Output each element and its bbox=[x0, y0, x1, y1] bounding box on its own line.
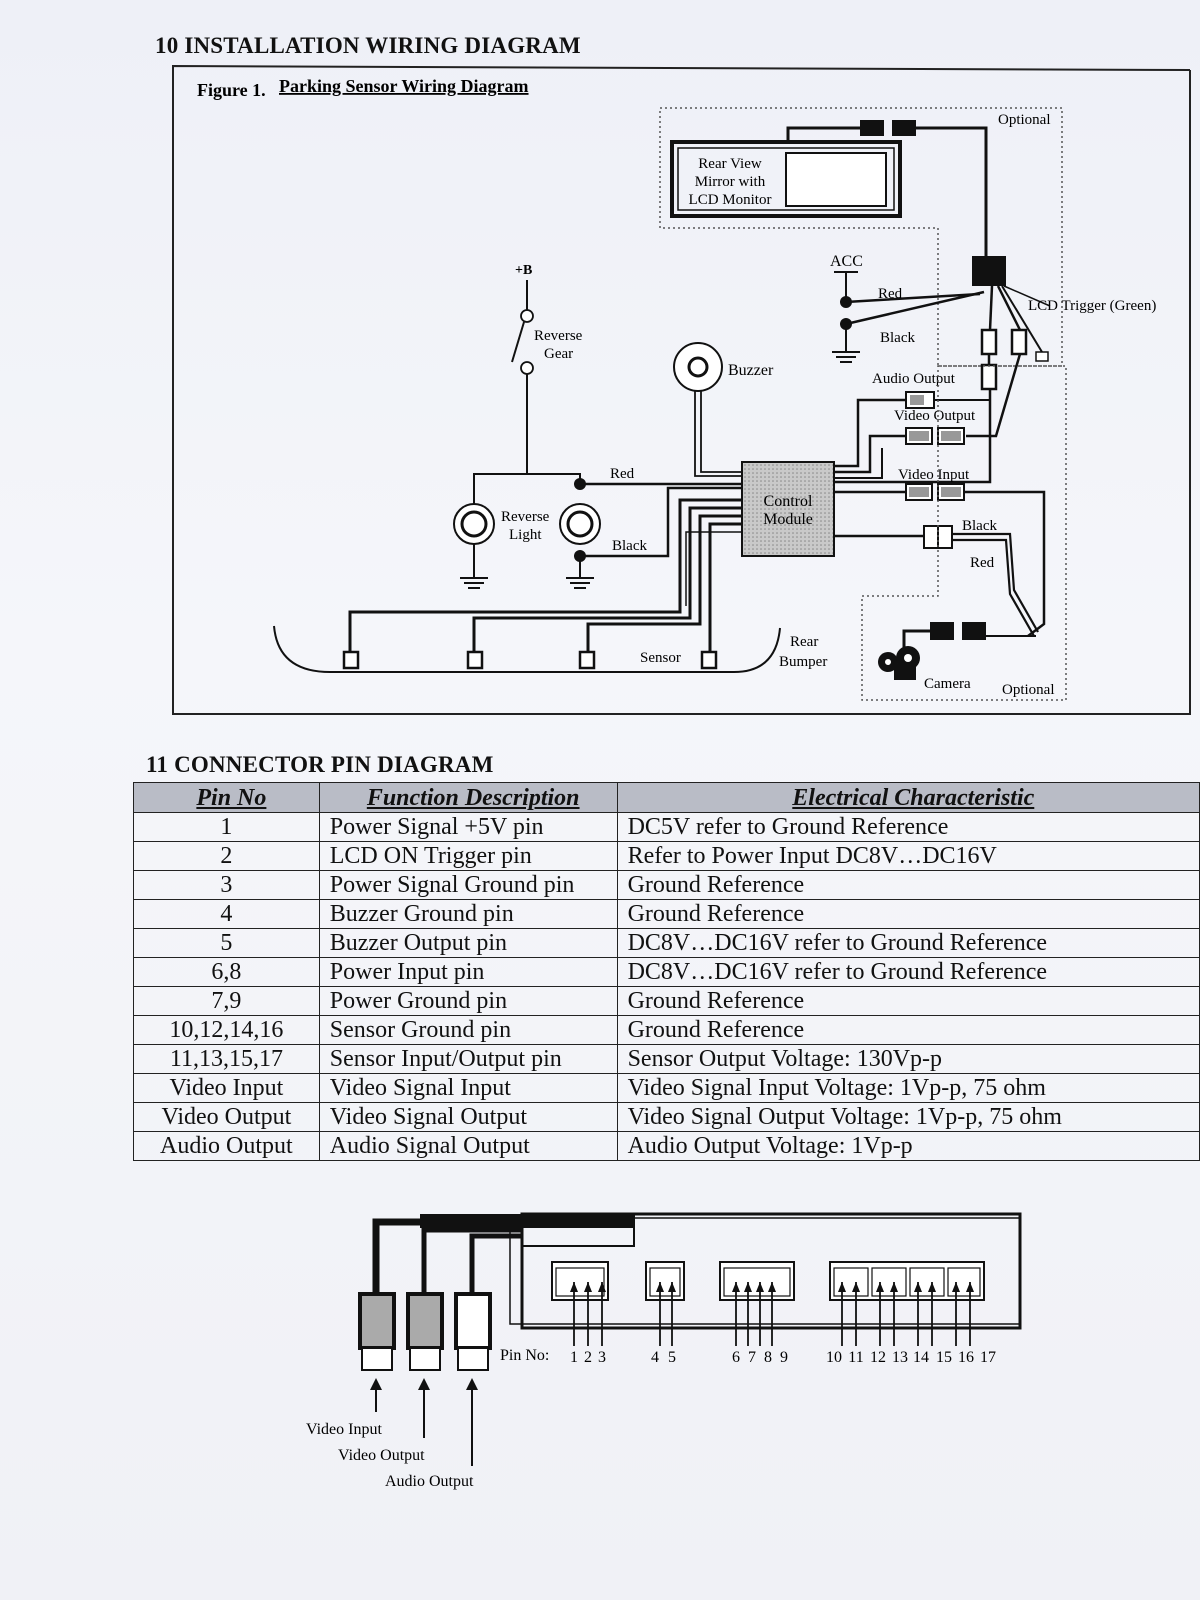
electrical-cell: Ground Reference bbox=[616, 870, 1200, 900]
function-cell: Power Ground pin bbox=[318, 986, 618, 1016]
optional-region-top bbox=[659, 107, 1063, 367]
header-function: Function Description bbox=[318, 782, 618, 813]
electrical-cell: Video Signal Output Voltage: 1Vp-p, 75 o… bbox=[616, 1102, 1200, 1132]
function-cell: Sensor Ground pin bbox=[318, 1015, 618, 1045]
rear-bumper bbox=[273, 625, 781, 673]
header-electrical: Electrical Characteristic bbox=[616, 782, 1200, 813]
connector-pin-table: Pin No Function Description Electrical C… bbox=[133, 782, 1200, 1161]
function-cell: Buzzer Output pin bbox=[318, 928, 618, 958]
electrical-cell: Audio Output Voltage: 1Vp-p bbox=[616, 1131, 1200, 1161]
electrical-cell: Ground Reference bbox=[616, 986, 1200, 1016]
pin-cell: 7,9 bbox=[133, 986, 320, 1016]
buzzer-icon bbox=[673, 342, 723, 392]
svg-text:Gear: Gear bbox=[544, 346, 573, 362]
electrical-cell: Ground Reference bbox=[616, 899, 1200, 929]
section-11-title: 11 CONNECTOR PIN DIAGRAM bbox=[146, 752, 494, 777]
figure-frame bbox=[172, 64, 1191, 715]
pin-cell: 4 bbox=[133, 899, 320, 929]
reverse-light-right bbox=[559, 478, 601, 589]
pin-cell: Video Input bbox=[133, 1073, 320, 1103]
figure-title: Parking Sensor Wiring Diagram bbox=[279, 76, 529, 96]
rear-bumper-label: Rear bbox=[790, 634, 818, 650]
camera-red-label: Red bbox=[970, 555, 995, 571]
module-black-label: Black bbox=[612, 538, 647, 554]
sensors bbox=[342, 650, 718, 670]
plus-b-label: +B bbox=[515, 263, 532, 278]
function-cell: LCD ON Trigger pin bbox=[318, 841, 618, 871]
electrical-cell: Ground Reference bbox=[616, 1015, 1200, 1045]
optional-top-label: Optional bbox=[998, 112, 1051, 128]
camera-label: Camera bbox=[924, 676, 971, 692]
function-cell: Power Input pin bbox=[318, 957, 618, 987]
camera-black-label: Black bbox=[962, 518, 997, 534]
electrical-cell: DC5V refer to Ground Reference bbox=[616, 812, 1200, 842]
electrical-cell: DC8V…DC16V refer to Ground Reference bbox=[616, 957, 1200, 987]
electrical-cell: Refer to Power Input DC8V…DC16V bbox=[616, 841, 1200, 871]
pin-cell: 6,8 bbox=[133, 957, 320, 987]
function-cell: Video Signal Output bbox=[318, 1102, 618, 1132]
video-input-label: Video Input bbox=[898, 467, 970, 483]
pin-cell: 5 bbox=[133, 928, 320, 958]
acc-black-label: Black bbox=[880, 330, 915, 346]
wire-splitter bbox=[972, 256, 1006, 286]
svg-text:Rear View: Rear View bbox=[698, 156, 762, 172]
function-cell: Sensor Input/Output pin bbox=[318, 1044, 618, 1074]
rear-view-mirror: Rear View Mirror with LCD Monitor bbox=[670, 140, 902, 218]
pin-cell: Video Output bbox=[133, 1102, 320, 1132]
optional-bottom-label: Optional bbox=[1002, 682, 1055, 698]
module-red-label: Red bbox=[610, 466, 635, 482]
reverse-light-label: Reverse bbox=[501, 509, 550, 525]
acc-label: ACC bbox=[830, 253, 863, 270]
section-10-title: 10 INSTALLATION WIRING DIAGRAM bbox=[155, 33, 581, 58]
svg-text:Mirror with: Mirror with bbox=[695, 174, 766, 190]
table-header-row: Pin No Function Description Electrical C… bbox=[133, 782, 1200, 813]
reverse-gear-label: Reverse bbox=[534, 328, 583, 344]
function-cell: Buzzer Ground pin bbox=[318, 899, 618, 929]
pin-cell: 3 bbox=[133, 870, 320, 900]
function-cell: Video Signal Input bbox=[318, 1073, 618, 1103]
electrical-cell: Sensor Output Voltage: 130Vp-p bbox=[616, 1044, 1200, 1074]
pin-cell: Audio Output bbox=[133, 1131, 320, 1161]
reverse-light-left bbox=[453, 503, 495, 589]
lcd-trigger-label: LCD Trigger (Green) bbox=[1028, 298, 1156, 314]
svg-text:Module: Module bbox=[763, 511, 813, 528]
svg-text:Bumper: Bumper bbox=[779, 654, 827, 670]
function-cell: Power Signal Ground pin bbox=[318, 870, 618, 900]
pin-cell: 1 bbox=[133, 812, 320, 842]
function-cell: Audio Signal Output bbox=[318, 1131, 618, 1161]
video-output-label: Video Output bbox=[894, 408, 976, 424]
svg-text:LCD Monitor: LCD Monitor bbox=[689, 192, 772, 208]
audio-output-label: Audio Output bbox=[872, 371, 956, 387]
pin-cell: 11,13,15,17 bbox=[133, 1044, 320, 1074]
buzzer-label: Buzzer bbox=[728, 362, 774, 379]
figure-title-prefix: Figure 1. bbox=[197, 80, 266, 100]
pin-cell: 10,12,14,16 bbox=[133, 1015, 320, 1045]
svg-text:Light: Light bbox=[509, 527, 542, 543]
acc-red-label: Red bbox=[878, 286, 903, 302]
header-pin-no: Pin No bbox=[133, 782, 320, 813]
electrical-cell: DC8V…DC16V refer to Ground Reference bbox=[616, 928, 1200, 958]
camera-icon bbox=[878, 646, 920, 680]
sensor-label: Sensor bbox=[640, 650, 681, 666]
function-cell: Power Signal +5V pin bbox=[318, 812, 618, 842]
svg-text:Control: Control bbox=[764, 493, 813, 510]
pin-cell: 2 bbox=[133, 841, 320, 871]
optional-region-bottom bbox=[861, 365, 1067, 701]
control-module: Control Module bbox=[741, 461, 835, 557]
electrical-cell: Video Signal Input Voltage: 1Vp-p, 75 oh… bbox=[616, 1073, 1200, 1103]
